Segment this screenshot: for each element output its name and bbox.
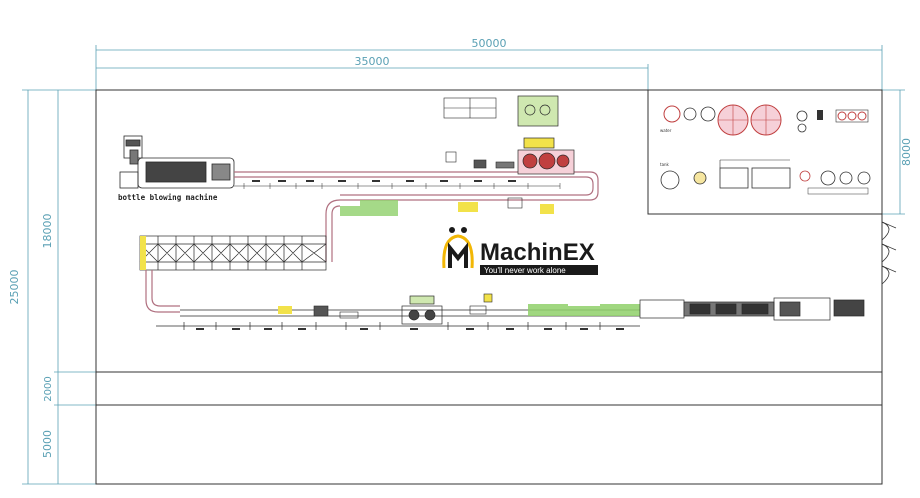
bottle-blowing-machine: [119, 135, 235, 189]
dim-35000: 35000: [355, 55, 390, 68]
dimension-lines: [22, 45, 905, 485]
conveyor-ticks-top: [234, 183, 561, 189]
bottle-storage: [443, 97, 497, 119]
logo-emblem: [442, 227, 474, 269]
air-conveyor-top: [234, 171, 599, 201]
conveyor-dimension-marks: [196, 180, 624, 330]
rinsing-filling-capping-machine: [517, 95, 575, 175]
bottle-buffer-frame: [139, 235, 327, 271]
logo-tagline: You'll never work alone: [484, 266, 566, 275]
svg-text:MachinEX: MachinEX: [480, 239, 595, 266]
buffer-yellow-edge: [140, 236, 146, 270]
doors: [881, 221, 897, 285]
dim-25000: 25000: [8, 270, 21, 305]
labeling-machine: [401, 295, 443, 325]
label-bottle-blowing-machine: bottle blowing machine: [118, 193, 218, 202]
shrink-wrapping-machine: [639, 297, 865, 321]
building-outline: [95, 89, 883, 485]
dim-5000: 5000: [41, 430, 54, 458]
machinex-logo: MachinEX You'll never work alone: [436, 224, 606, 280]
svg-text:water: water: [660, 128, 672, 133]
dim-8000: 8000: [900, 138, 913, 166]
inspection-device: [313, 293, 493, 319]
logo-brand-main: Machin: [480, 239, 563, 266]
devices-top-line: [445, 151, 515, 169]
dim-2000: 2000: [43, 376, 54, 401]
svg-text:tank: tank: [660, 162, 670, 167]
dim-18000: 18000: [41, 214, 54, 249]
conveyor-left-drop: [145, 270, 180, 313]
dim-50000: 50000: [472, 37, 507, 50]
side-room: water tank: [647, 89, 883, 215]
accumulation-sections-lower: [278, 304, 640, 316]
logo-brand-accent: EX: [563, 239, 595, 266]
accumulation-sections-upper: [340, 197, 554, 216]
conveyor-down-link: [325, 199, 341, 262]
